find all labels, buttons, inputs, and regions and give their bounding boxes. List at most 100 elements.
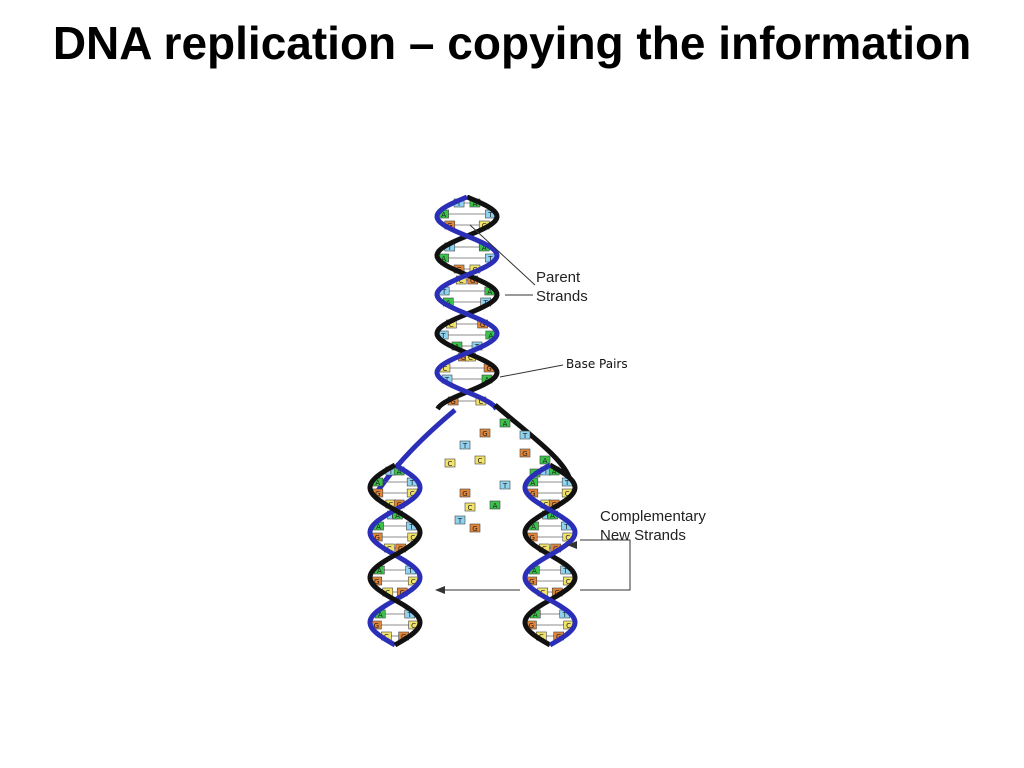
svg-text:C: C bbox=[565, 490, 570, 498]
svg-text:C: C bbox=[411, 578, 416, 586]
svg-text:C: C bbox=[443, 365, 448, 373]
free-nucleotide: A bbox=[539, 455, 551, 465]
svg-text:T: T bbox=[522, 432, 528, 440]
svg-text:T: T bbox=[462, 442, 468, 450]
svg-text:G: G bbox=[450, 398, 455, 406]
parent-strands-label-2: Strands bbox=[536, 288, 588, 305]
svg-text:C: C bbox=[411, 622, 416, 630]
svg-text:G: G bbox=[529, 578, 534, 586]
svg-text:C: C bbox=[478, 457, 483, 465]
svg-text:G: G bbox=[374, 578, 379, 586]
base-pairs-label: Base Pairs bbox=[566, 357, 628, 371]
svg-text:T: T bbox=[408, 523, 414, 531]
svg-text:G: G bbox=[530, 534, 535, 542]
svg-text:G: G bbox=[375, 490, 380, 498]
svg-text:A: A bbox=[377, 567, 382, 575]
complementary-bracket bbox=[580, 539, 631, 591]
svg-text:A: A bbox=[487, 288, 492, 296]
free-nucleotide: G bbox=[459, 488, 471, 498]
svg-text:T: T bbox=[543, 468, 549, 476]
svg-text:A: A bbox=[473, 200, 478, 208]
complementary-label-1: Complementary bbox=[600, 508, 706, 525]
svg-text:T: T bbox=[564, 479, 570, 487]
free-nucleotide: A bbox=[489, 500, 501, 510]
svg-text:A: A bbox=[543, 457, 548, 465]
svg-text:T: T bbox=[487, 211, 493, 219]
svg-text:T: T bbox=[457, 517, 463, 525]
svg-text:C: C bbox=[468, 354, 473, 362]
parent-strands-label-1: Parent bbox=[536, 269, 581, 286]
svg-text:A: A bbox=[395, 512, 400, 520]
svg-text:C: C bbox=[410, 534, 415, 542]
svg-text:A: A bbox=[375, 479, 380, 487]
free-nucleotide: T bbox=[459, 440, 471, 450]
svg-text:A: A bbox=[503, 420, 508, 428]
free-nucleotide: T bbox=[454, 515, 466, 525]
svg-text:G: G bbox=[375, 534, 380, 542]
svg-text:G: G bbox=[374, 622, 379, 630]
free-nucleotide: G bbox=[469, 523, 481, 533]
svg-text:A: A bbox=[441, 255, 446, 263]
svg-text:T: T bbox=[447, 244, 453, 252]
svg-text:T: T bbox=[441, 288, 447, 296]
svg-text:T: T bbox=[502, 482, 508, 490]
svg-text:G: G bbox=[529, 622, 534, 630]
svg-text:T: T bbox=[563, 567, 569, 575]
svg-text:A: A bbox=[493, 502, 498, 510]
svg-text:C: C bbox=[478, 398, 483, 406]
svg-text:C: C bbox=[384, 633, 389, 641]
svg-text:C: C bbox=[468, 504, 473, 512]
parent-strand-b bbox=[434, 195, 500, 411]
svg-text:A: A bbox=[530, 479, 535, 487]
svg-text:C: C bbox=[566, 578, 571, 586]
svg-text:G: G bbox=[480, 321, 485, 329]
svg-text:A: A bbox=[441, 211, 446, 219]
svg-text:T: T bbox=[409, 479, 415, 487]
free-nucleotide: G bbox=[479, 428, 491, 438]
svg-text:T: T bbox=[440, 332, 446, 340]
free-nucleotide: C bbox=[444, 458, 456, 468]
svg-text:T: T bbox=[563, 523, 569, 531]
svg-text:A: A bbox=[378, 611, 383, 619]
svg-text:G: G bbox=[472, 525, 477, 533]
left-daughter-helix: TAATGCCGTAATGCCGATGCCGATGCCG bbox=[367, 462, 423, 648]
free-nucleotide: A bbox=[499, 418, 511, 428]
svg-text:T: T bbox=[408, 567, 414, 575]
svg-text:G: G bbox=[530, 490, 535, 498]
svg-text:T: T bbox=[562, 611, 568, 619]
svg-text:A: A bbox=[531, 523, 536, 531]
left-daughter-strand-b bbox=[367, 462, 423, 648]
svg-text:A: A bbox=[532, 567, 537, 575]
svg-text:G: G bbox=[470, 277, 475, 285]
arrowhead-right bbox=[567, 541, 577, 549]
svg-text:A: A bbox=[550, 512, 555, 520]
svg-text:G: G bbox=[462, 490, 467, 498]
free-nucleotide: C bbox=[474, 455, 486, 465]
arrowhead-left bbox=[435, 586, 445, 594]
complementary-label-2: New Strands bbox=[600, 527, 686, 544]
svg-text:A: A bbox=[533, 611, 538, 619]
svg-text:C: C bbox=[410, 490, 415, 498]
svg-text:C: C bbox=[449, 321, 454, 329]
svg-text:T: T bbox=[388, 468, 394, 476]
right-daughter-helix: TAATGCCGTAATGCCGATGCCGATGCCG bbox=[522, 462, 578, 648]
svg-text:G: G bbox=[486, 365, 491, 373]
parent-strand-a bbox=[434, 195, 500, 411]
free-nucleotide: C bbox=[464, 502, 476, 512]
svg-text:A: A bbox=[376, 523, 381, 531]
svg-text:G: G bbox=[482, 430, 487, 438]
right-daughter-strand-b bbox=[522, 462, 578, 648]
svg-text:A: A bbox=[488, 332, 493, 340]
free-nucleotide: T bbox=[499, 480, 511, 490]
svg-text:C: C bbox=[565, 534, 570, 542]
free-nucleotide: G bbox=[519, 448, 531, 458]
svg-text:A: A bbox=[397, 468, 402, 476]
svg-text:G: G bbox=[522, 450, 527, 458]
free-nucleotide: T bbox=[519, 430, 531, 440]
svg-text:G: G bbox=[461, 354, 466, 362]
slide-title: DNA replication – copying the informatio… bbox=[52, 17, 972, 69]
